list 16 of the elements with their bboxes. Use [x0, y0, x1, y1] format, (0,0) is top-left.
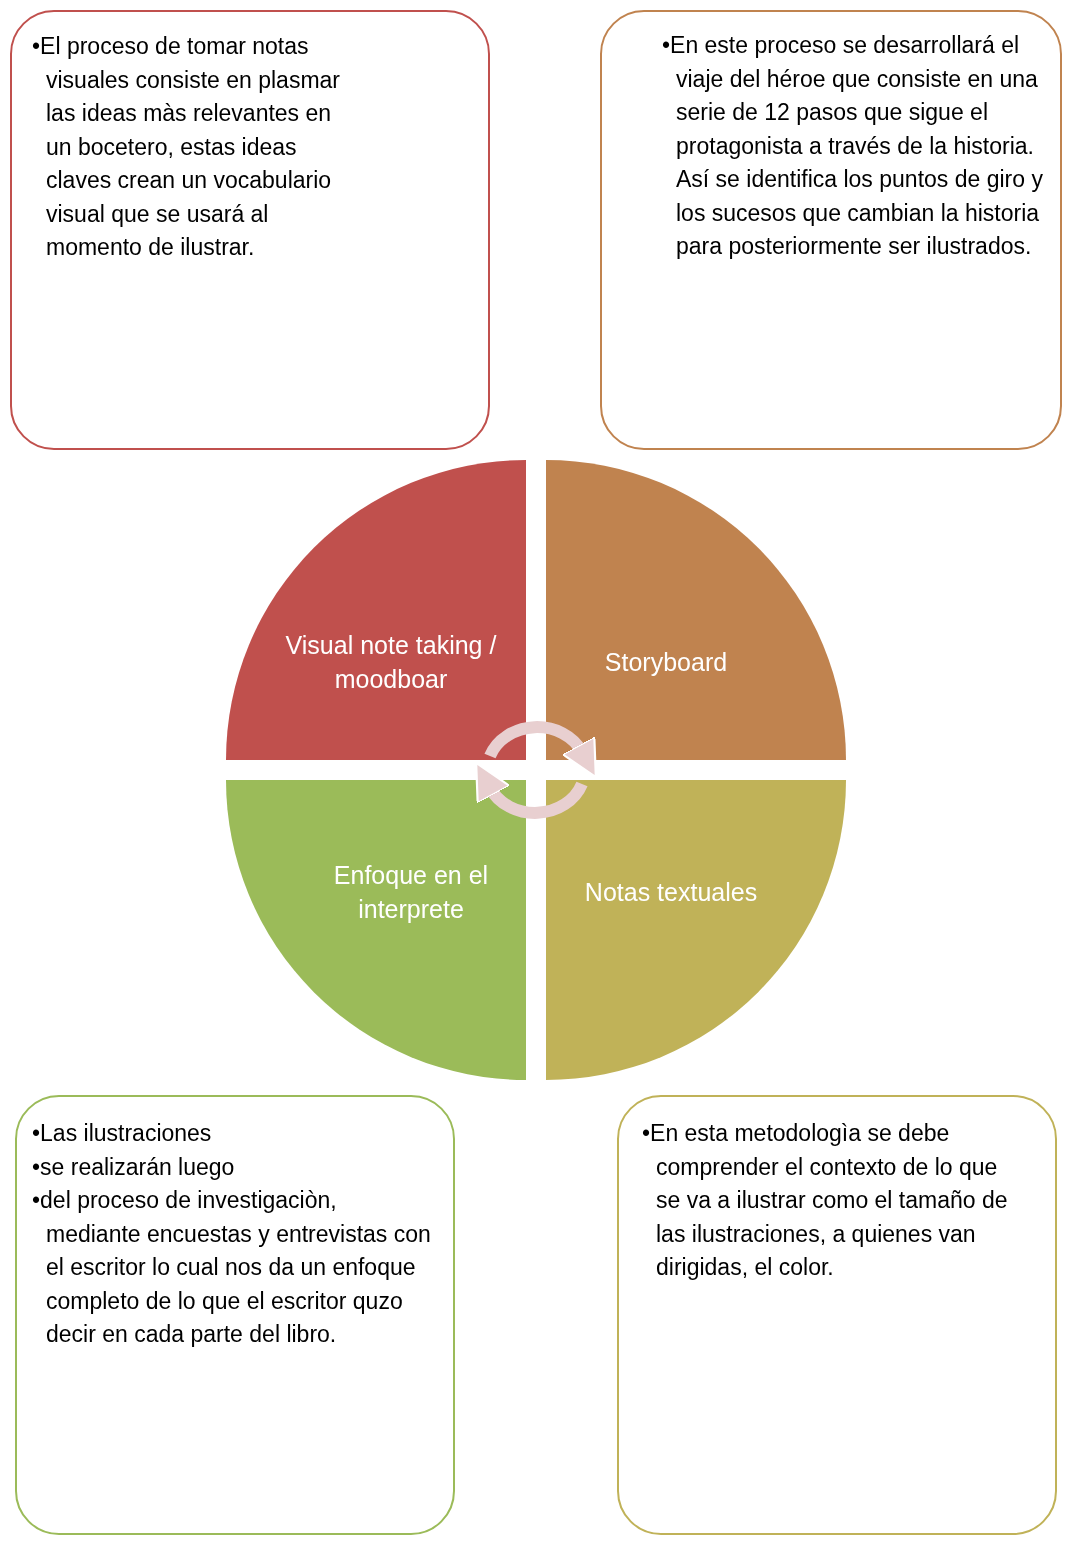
bullet-text: •El proceso de tomar notas visuales consiste en plasmar las ideas màs relevantes en un bocetero, estas ideas claves crean un vocabulario visual que se usará al momento de ilustrar. — [32, 32, 342, 262]
bullet-text: •En esta metodologìa se debe comprender el contexto de lo que se va a ilustrar como el tamaño de las ilustraciones, a quienes van dirigidas, el color. — [642, 1119, 1009, 1282]
bullet-text: •del proceso de investigaciòn, mediante encuestas y entrevistas con el escritor lo cual nos da un enfoque completo de lo que el escritor quzo decir en cada parte del libro. — [32, 1186, 432, 1349]
callout-box — [600, 10, 1062, 450]
curved-arrow — [473, 762, 588, 819]
bullet-text: •En este proceso se desarrollará el viaje del héroe que consiste en una serie de 12 pasos que sigue el protagonista a través de la historia. Así se identifica los puntos de giro y los sucesos que cambian la historia para posteriormente ser ilustrados. — [662, 31, 1044, 261]
bullet-text: •Las ilustraciones — [32, 1119, 213, 1148]
segment-label: Enfoque en el interprete — [332, 860, 490, 925]
segment-label: Storyboard — [603, 647, 729, 678]
curved-arrow — [484, 721, 599, 778]
callout-box — [617, 1095, 1057, 1535]
bullet-text: •se realizarán luego — [32, 1152, 236, 1182]
segment-label: Visual note taking / moodboar — [284, 630, 498, 695]
callout-box — [15, 1095, 455, 1535]
segment-label: Notas textuales — [583, 877, 759, 908]
callout-box — [10, 10, 490, 450]
